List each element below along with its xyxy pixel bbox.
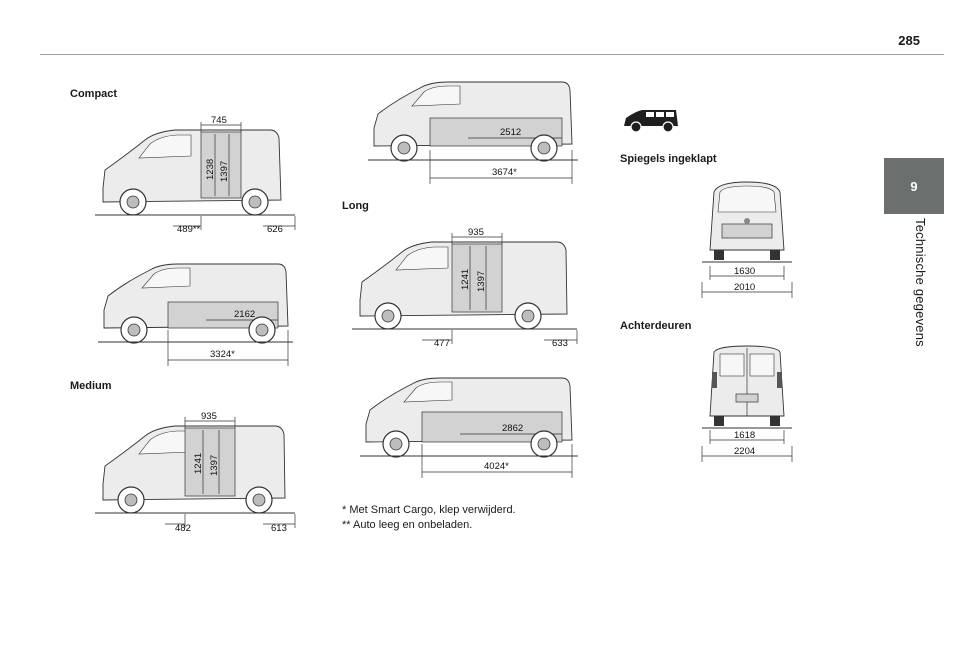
rear-view-diagram: 1618 2204 (701, 345, 793, 462)
dim-medium-cargo: 2512 (500, 127, 521, 138)
chapter-title: Technische gegevens (913, 218, 928, 347)
dim-medium-rear-right: 613 (271, 523, 287, 534)
medium-cargo-diagram: 2512 3674* (368, 81, 578, 184)
dim-medium-width: 935 (201, 411, 217, 422)
dim-compact-total: 3324* (210, 349, 235, 360)
page-number: 285 (898, 33, 920, 48)
dim-front-inner: 1630 (734, 266, 755, 277)
dim-long-rear-left: 477 (434, 338, 450, 349)
heading-medium: Medium (70, 380, 112, 392)
dim-medium-total: 3674* (492, 167, 517, 178)
header-rule (40, 54, 944, 55)
dim-compact-rear-right: 626 (267, 224, 283, 235)
long-cargo-diagram: 2862 4024* (360, 377, 578, 478)
dim-long-total: 4024* (484, 461, 509, 472)
dim-compact-rear-left: 489** (177, 224, 201, 235)
dim-rear-outer: 2204 (734, 446, 755, 457)
dim-compact-cargo: 2162 (234, 309, 255, 320)
van-icon (624, 110, 678, 133)
heading-long: Long (342, 200, 369, 212)
dim-long-rear-right: 633 (552, 338, 568, 349)
dim-medium-door-height: 1397 (209, 455, 220, 476)
footnote-smart-cargo: * Met Smart Cargo, klep verwijderd. (342, 504, 516, 516)
dim-medium-inner-height: 1241 (193, 453, 204, 474)
medium-side-diagram: 935 1241 1397 482 613 (95, 411, 296, 534)
dim-front-outer: 2010 (734, 282, 755, 293)
front-view-diagram: 1630 2010 (701, 181, 793, 298)
compact-cargo-diagram: 2162 3324* (98, 263, 293, 366)
dim-long-door-height: 1397 (476, 271, 487, 292)
footnote-empty-vehicle: ** Auto leeg en onbeladen. (342, 519, 473, 531)
heading-compact: Compact (70, 88, 118, 100)
dim-long-width: 935 (468, 227, 484, 238)
heading-mirrors-folded: Spiegels ingeklapt (620, 153, 717, 165)
long-side-diagram: 935 1241 1397 477 633 (352, 227, 578, 349)
dim-long-cargo: 2862 (502, 423, 523, 434)
dim-long-inner-height: 1241 (460, 269, 471, 290)
dim-compact-inner-height: 1238 (205, 159, 216, 180)
dim-compact-door-height: 1397 (219, 161, 230, 182)
dim-rear-inner: 1618 (734, 430, 755, 441)
heading-rear-doors: Achterdeuren (620, 320, 692, 332)
chapter-tab[interactable]: 9 (884, 158, 944, 214)
dim-medium-rear-left: 482 (175, 523, 191, 534)
dim-compact-width: 745 (211, 115, 227, 126)
compact-side-diagram: 745 1238 1397 489** 626 (95, 115, 296, 235)
